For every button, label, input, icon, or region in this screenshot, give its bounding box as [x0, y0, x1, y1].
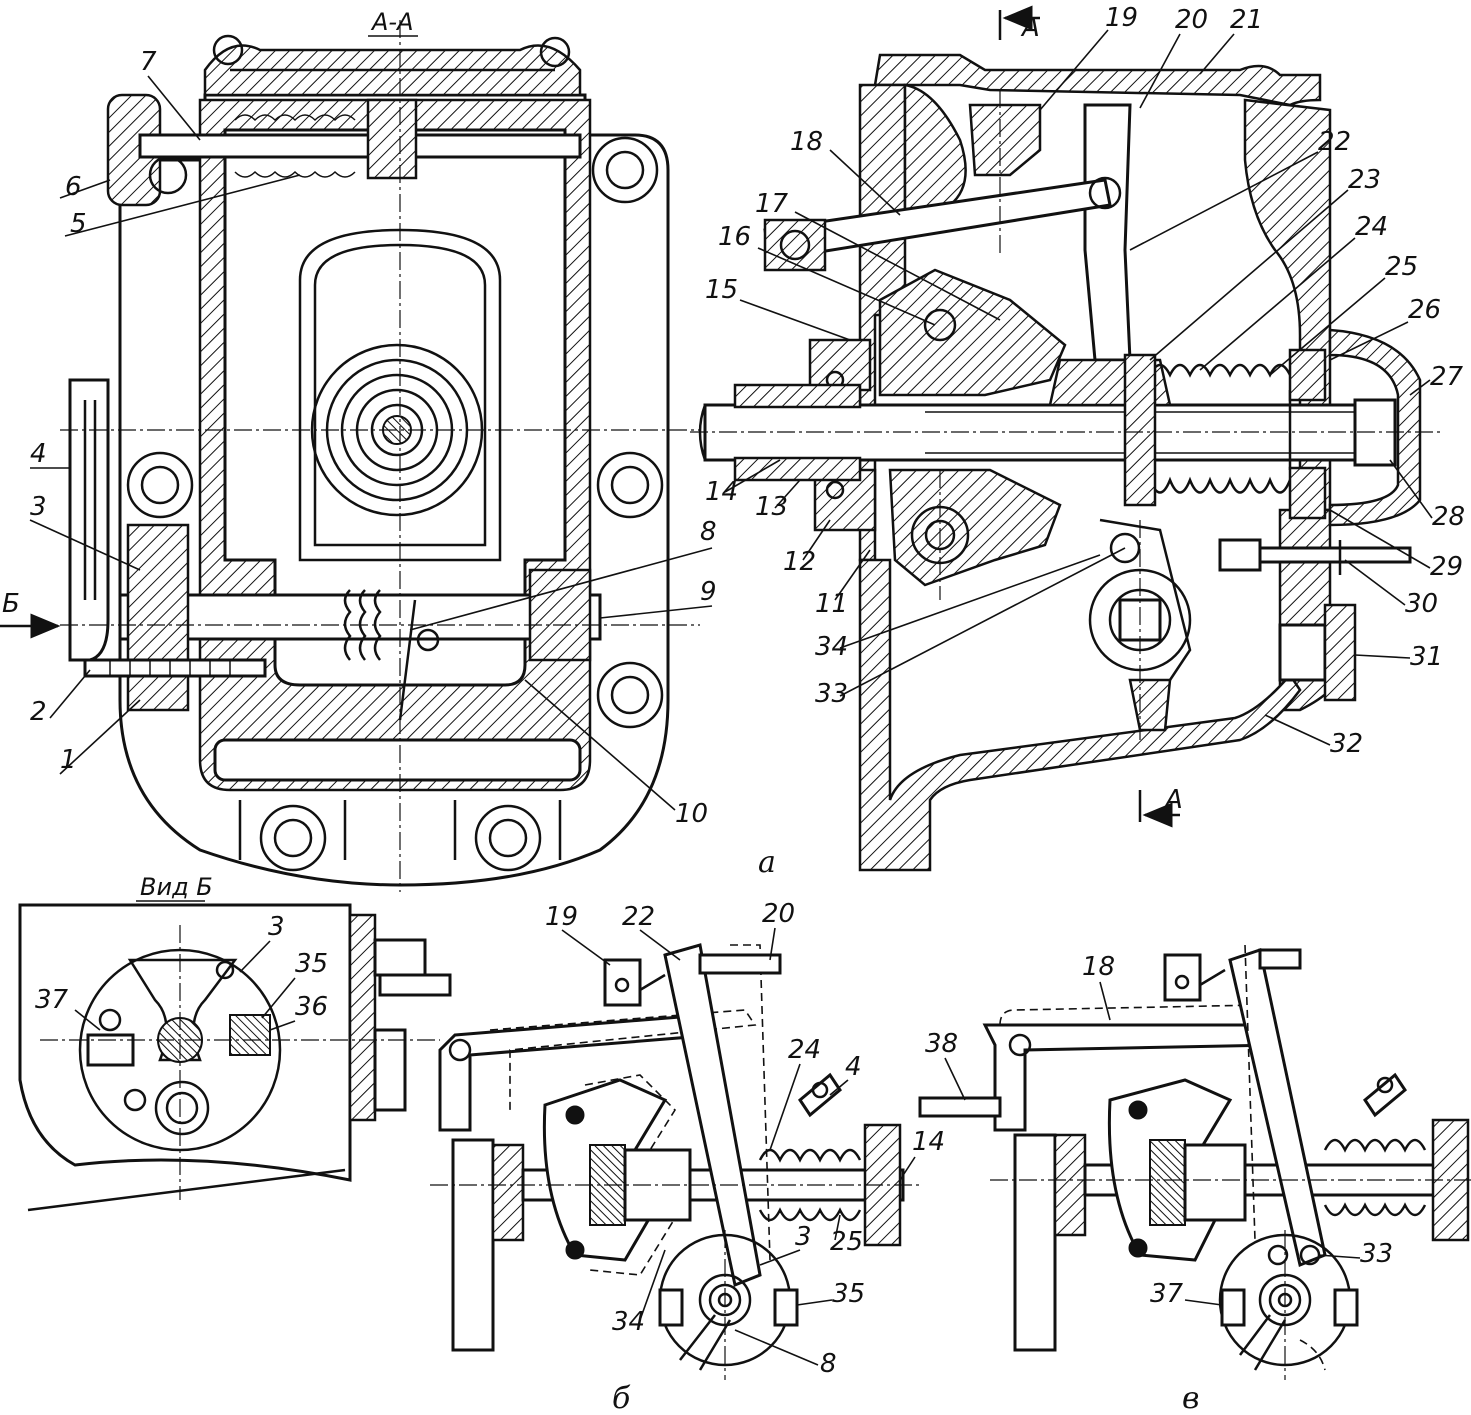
callout-20: 20: [1175, 5, 1208, 35]
callout-b-3: 3: [268, 912, 285, 942]
callout-10: 10: [675, 799, 708, 829]
callout-26: 26: [1408, 295, 1441, 325]
callout-3: 3: [30, 492, 47, 522]
callout-16: 16: [718, 222, 751, 252]
callout-b-37: 37: [35, 985, 69, 1015]
main-section-view: [690, 5, 1440, 872]
callout-bb-24: 24: [788, 1035, 821, 1065]
callout-19: 19: [1105, 3, 1138, 33]
callout-b-35: 35: [295, 949, 328, 979]
labels-main-view: А А 19 20 21 18 17 16 15 14 13 12 11 22 …: [705, 3, 1465, 880]
callout-bb-25: 25: [830, 1227, 863, 1257]
callout-6: 6: [65, 172, 82, 202]
callout-27: 27: [1430, 362, 1464, 392]
callout-15: 15: [705, 275, 738, 305]
callout-bb-14: 14: [912, 1127, 945, 1157]
view-b: [18, 903, 452, 1212]
callout-4: 4: [30, 439, 47, 469]
callout-14: 14: [705, 477, 738, 507]
callout-2: 2: [30, 697, 47, 727]
callout-30: 30: [1405, 589, 1438, 619]
callout-9: 9: [700, 577, 717, 607]
callout-29: 29: [1430, 552, 1463, 582]
callout-vv-18: 18: [1082, 952, 1115, 982]
caption-a: а: [758, 845, 776, 880]
view-vv: [918, 944, 1471, 1380]
callout-13: 13: [755, 492, 788, 522]
caption-b: б: [612, 1381, 631, 1415]
section-view-aa: [0, 20, 700, 892]
callout-18: 18: [790, 127, 823, 157]
callout-bb-8: 8: [820, 1349, 837, 1379]
callout-vv-37: 37: [1150, 1279, 1184, 1309]
caption-v: в: [1182, 1381, 1199, 1415]
callout-bb-4: 4: [845, 1052, 862, 1082]
callout-bb-19: 19: [545, 902, 578, 932]
callout-bb-20: 20: [762, 899, 795, 929]
arrow-b-label: Б: [2, 589, 20, 619]
callout-8: 8: [700, 517, 717, 547]
callout-32: 32: [1330, 729, 1363, 759]
callout-bb-34: 34: [612, 1307, 645, 1337]
callout-12: 12: [783, 547, 816, 577]
callout-22: 22: [1318, 127, 1351, 157]
callout-vv-38: 38: [925, 1029, 958, 1059]
labels-view-bb: 19 22 20 24 4 14 3 25 35 34 8 б: [545, 899, 945, 1415]
callout-17: 17: [755, 189, 789, 219]
callout-bb-22: 22: [622, 902, 655, 932]
callout-31: 31: [1410, 642, 1443, 672]
view-b-title: Вид Б: [140, 873, 213, 901]
labels-view-b: Вид Б 3 35 36 37: [35, 873, 328, 1031]
callout-bb-35: 35: [832, 1279, 865, 1309]
section-marker-a-top: А: [1020, 13, 1040, 43]
callout-24: 24: [1355, 212, 1388, 242]
labels-view-vv: 18 38 33 37 в: [925, 952, 1393, 1415]
callout-1: 1: [60, 745, 77, 775]
callout-7: 7: [140, 47, 157, 77]
callout-23: 23: [1348, 165, 1381, 195]
callout-11: 11: [815, 589, 848, 619]
callout-b-36: 36: [295, 992, 328, 1022]
callout-28: 28: [1432, 502, 1465, 532]
callout-vv-33: 33: [1360, 1239, 1393, 1269]
callout-bb-3: 3: [795, 1222, 812, 1252]
callout-25: 25: [1385, 252, 1418, 282]
section-marker-a-bottom: А: [1163, 785, 1183, 815]
view-bb: [430, 943, 920, 1380]
section-aa-title: А-А: [370, 8, 414, 36]
callout-21: 21: [1230, 5, 1263, 35]
labels-view-aa: А-А Б 7 6 5 4 3 2 1 8 9 10: [2, 8, 717, 829]
